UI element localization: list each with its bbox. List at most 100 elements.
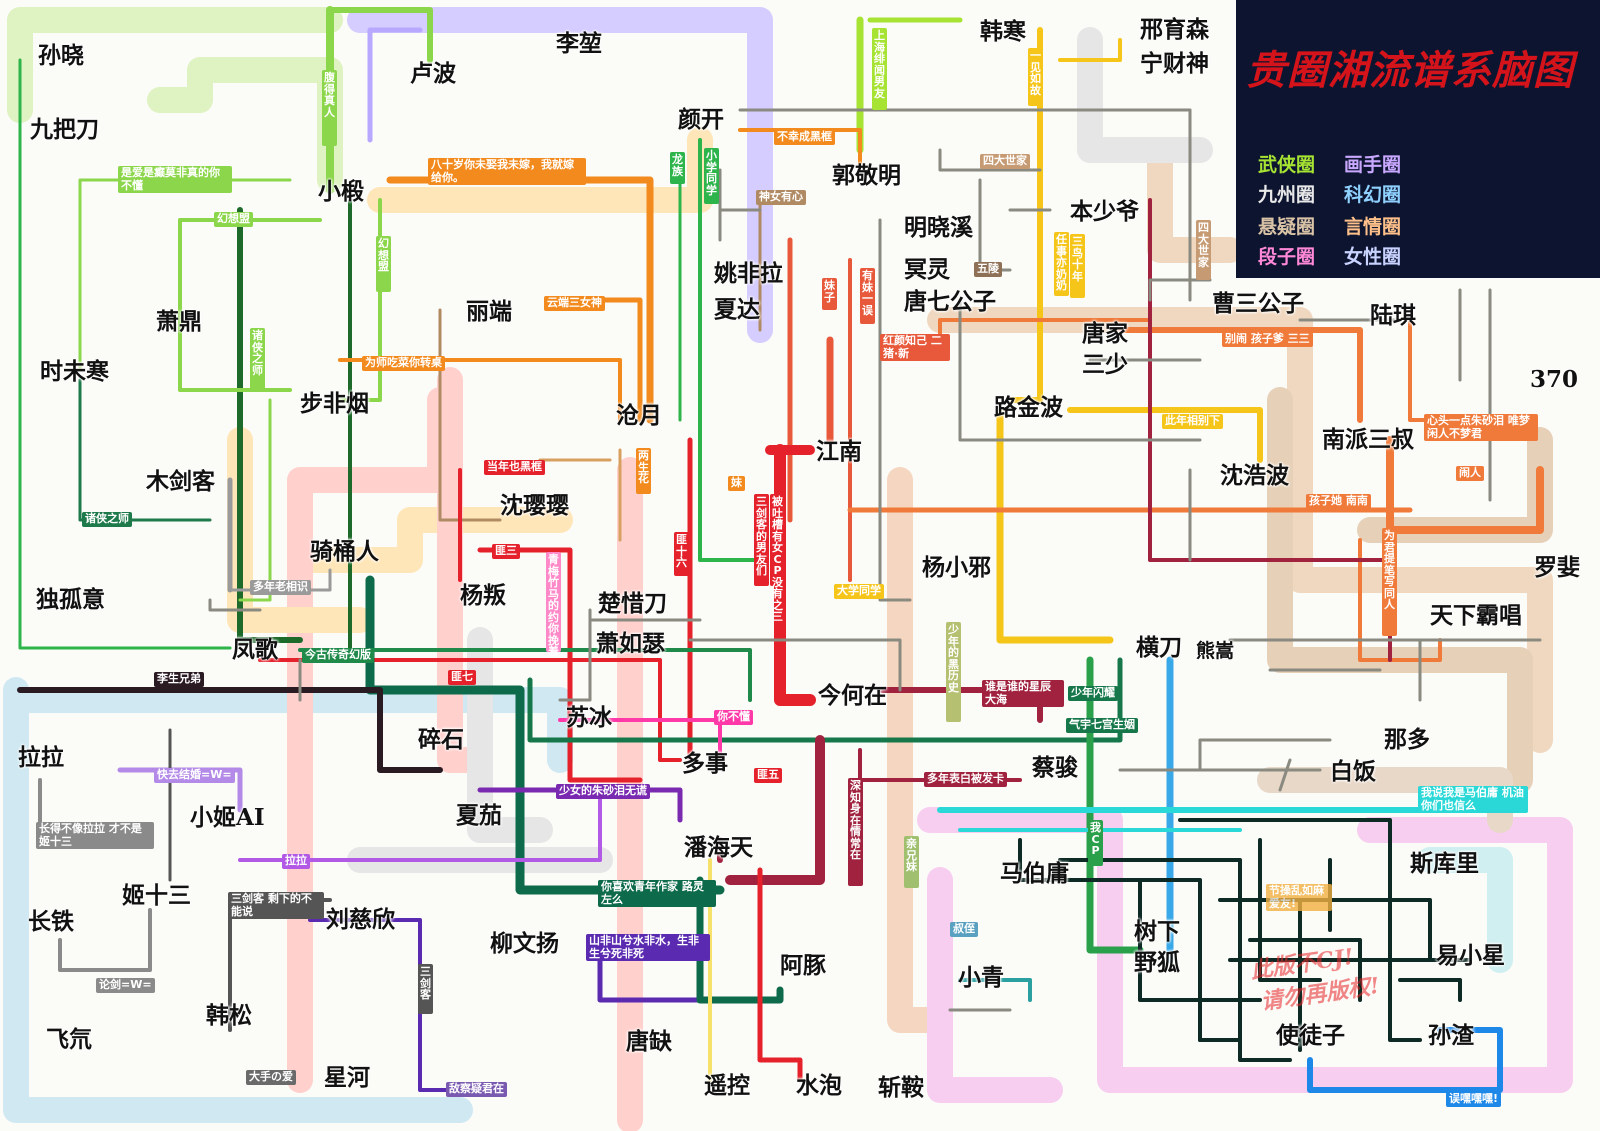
node-lujinbo[interactable]: 路金波 (994, 394, 1063, 421)
node-xiaoding[interactable]: 萧鼎 (156, 308, 202, 335)
node-atun[interactable]: 阿豚 (780, 952, 826, 979)
node-sikuli[interactable]: 斯库里 (1410, 850, 1479, 877)
node-xiongsong[interactable]: 熊嵩 (1196, 640, 1235, 662)
relation-label: 李生兄弟 (154, 672, 204, 687)
node-tangque[interactable]: 唐缺 (626, 1028, 672, 1055)
relation-line (78, 378, 212, 522)
node-chuxidao[interactable]: 楚惜刀 (598, 590, 667, 617)
node-xiaorese[interactable]: 萧如瑟 (596, 630, 665, 657)
relation-line (1007, 27, 1043, 403)
legend-wuxia: 武侠圈 (1258, 154, 1316, 176)
node-shuxia[interactable]: 树下野狐 (1134, 918, 1180, 977)
node-liuwenyang[interactable]: 柳文扬 (490, 930, 559, 957)
node-yankai[interactable]: 颜开 (678, 106, 724, 133)
node-suishi[interactable]: 碎石 (418, 726, 464, 753)
node-nanpaisanshu[interactable]: 南派三叔 (1322, 426, 1414, 453)
relation-label: 龙族 (670, 152, 685, 184)
relation-line (438, 308, 502, 522)
node-yaokong[interactable]: 遥控 (704, 1072, 750, 1099)
node-xinghe[interactable]: 星河 (324, 1064, 370, 1091)
node-tangqigongzi[interactable]: 唐七公子 (904, 288, 996, 315)
node-sunxiao[interactable]: 孙晓 (38, 42, 84, 69)
node-xiaojia[interactable]: 小椴 (318, 178, 364, 205)
node-jiangnan[interactable]: 江南 (816, 438, 862, 465)
node-xiajia[interactable]: 夏茄 (456, 802, 502, 829)
relation-label: 此年相别下 (1162, 414, 1223, 429)
node-nado[interactable]: 那多 (1384, 726, 1430, 753)
relation-label: 云端三女神 (544, 296, 605, 311)
node-xiaojiai[interactable]: 小姬AI (190, 804, 265, 831)
relation-label: 长得不像拉拉 才不是姬十三 (36, 822, 154, 850)
relation-line (1358, 538, 1442, 662)
node-cangyue[interactable]: 沧月 (616, 402, 662, 429)
node-shenyingying[interactable]: 沈璎璎 (500, 492, 569, 519)
relation-label: 不幸成黑框 (774, 130, 835, 145)
node-tianxiabachang[interactable]: 天下霸唱 (1430, 602, 1522, 629)
node-subing[interactable]: 苏冰 (566, 704, 612, 731)
node-lubo[interactable]: 卢波 (410, 60, 456, 87)
relation-line (208, 598, 262, 612)
node-ningcaishen[interactable]: 宁财神 (1140, 50, 1209, 77)
relation-label: 误嘿嘿嘿! (1446, 1092, 1502, 1107)
node-liucixin[interactable]: 刘慈欣 (326, 906, 395, 933)
node-maboyong[interactable]: 马伯庸 (1000, 860, 1069, 887)
node-xiaoqing[interactable]: 小青 (958, 964, 1004, 991)
node-baifan[interactable]: 白饭 (1330, 758, 1376, 785)
node-fengge[interactable]: 凤歌 (232, 636, 278, 663)
relation-label: 诸侠之师 (82, 512, 132, 527)
relation-line (597, 297, 643, 423)
node-feiqi[interactable]: 飞氘 (46, 1026, 92, 1053)
region-band (927, 867, 1063, 1103)
relation-label: 小学同学 (704, 148, 719, 204)
node-bufeiyan[interactable]: 步非烟 (300, 390, 369, 417)
node-hanhan[interactable]: 韩寒 (980, 18, 1026, 45)
node-lijie[interactable]: 李堃 (556, 30, 602, 57)
node-xiada[interactable]: 夏达 (714, 296, 760, 323)
relation-label: 叔侄 (950, 922, 978, 937)
node-shimohan[interactable]: 时未寒 (40, 358, 109, 385)
node-370[interactable]: 370 (1530, 366, 1579, 393)
node-jiubadao[interactable]: 九把刀 (30, 116, 99, 143)
node-panhaitian[interactable]: 潘海天 (684, 834, 753, 861)
node-duoshi[interactable]: 多事 (682, 750, 728, 777)
relation-label: 快去结婚=W= (154, 768, 235, 783)
relation-label: 神女有心 (756, 190, 806, 205)
node-yangpan[interactable]: 杨叛 (460, 582, 506, 609)
region-band (3, 677, 473, 1123)
node-duguyi[interactable]: 独孤意 (36, 586, 105, 613)
node-lala[interactable]: 拉拉 (18, 744, 64, 771)
node-luofei[interactable]: 罗婓 (1534, 554, 1580, 581)
node-jinhezai[interactable]: 今何在 (818, 682, 887, 709)
relation-label: 青梅竹马的约你挽着 (546, 552, 561, 659)
node-benshaoye[interactable]: 本少爷 (1070, 198, 1139, 225)
node-caosangongzi[interactable]: 曹三公子 (1212, 290, 1304, 317)
node-liduan[interactable]: 丽端 (466, 298, 512, 325)
node-luqi[interactable]: 陆琪 (1370, 302, 1416, 329)
node-sunzha[interactable]: 孙渣 (1428, 1022, 1474, 1049)
node-jishisan[interactable]: 姬十三 (122, 882, 191, 909)
node-mingxiaoxi[interactable]: 明晓溪 (904, 214, 973, 241)
node-shenhaobo[interactable]: 沈浩波 (1220, 462, 1289, 489)
relation-label: 妹 (728, 476, 745, 491)
node-hansong[interactable]: 韩松 (206, 1002, 252, 1029)
relation-line (18, 58, 232, 650)
node-shuipao[interactable]: 水泡 (796, 1072, 842, 1099)
node-shituzi[interactable]: 使徒子 (1276, 1022, 1345, 1049)
node-changtie[interactable]: 长铁 (28, 908, 74, 935)
node-yangxiaoxie[interactable]: 杨小邪 (922, 554, 991, 581)
relation-line (558, 608, 592, 702)
node-yaofeila[interactable]: 姚非拉 (714, 260, 783, 287)
node-caijun[interactable]: 蔡骏 (1032, 754, 1078, 781)
node-zhanan[interactable]: 斩鞍 (878, 1074, 924, 1101)
relation-line (688, 638, 902, 692)
relation-line (1086, 656, 1144, 954)
node-hengdao[interactable]: 横刀 (1136, 634, 1182, 661)
node-tangjiasanshao[interactable]: 唐家三少 (1082, 320, 1128, 379)
node-mingling[interactable]: 冥灵 (904, 256, 950, 283)
node-xingyusen[interactable]: 邢育森 (1140, 16, 1209, 43)
region-band (147, 57, 343, 193)
node-guojingming[interactable]: 郭敬明 (832, 162, 901, 189)
node-yixiaoxing[interactable]: 易小星 (1436, 942, 1505, 969)
node-qiyongren[interactable]: 骑桶人 (310, 538, 379, 565)
node-mujianke[interactable]: 木剑客 (146, 468, 215, 495)
